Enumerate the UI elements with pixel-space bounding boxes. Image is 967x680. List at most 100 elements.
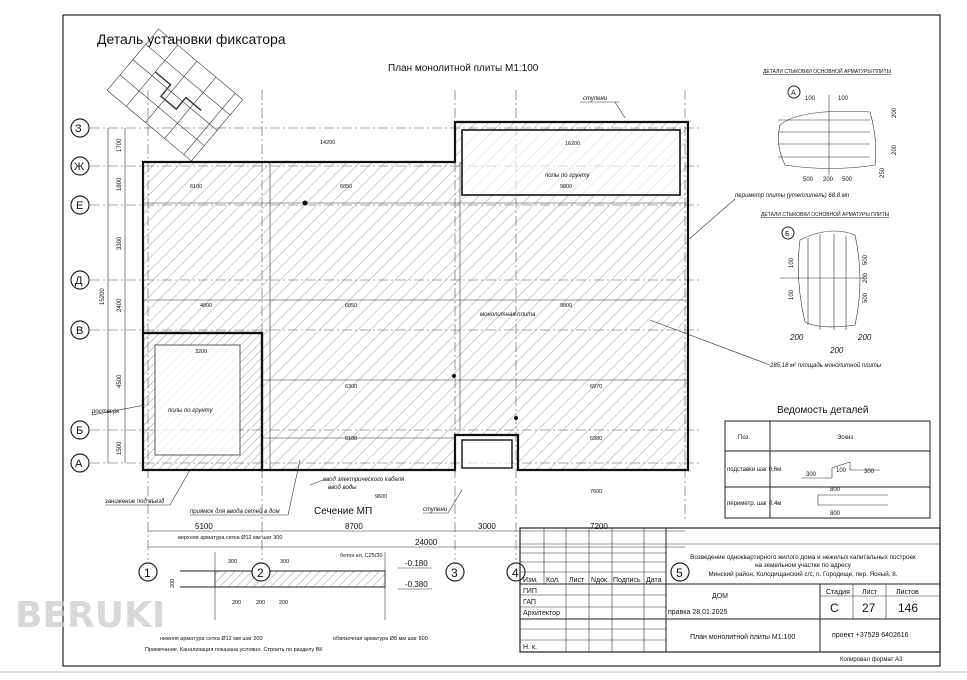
label-cable-entry: ввод электрического кабеля xyxy=(323,477,405,483)
dim-text: 15200 xyxy=(100,288,106,305)
part-name: подставки шаг 0,6м xyxy=(727,467,781,473)
dim-text: 6100 xyxy=(345,436,357,442)
label-concrete: бетон кл. С25/30 xyxy=(340,553,383,559)
label-bottom-mesh: нижняя арматура сетка Ø12 мм шаг 200 xyxy=(160,636,263,642)
axis-label: 4 xyxy=(512,566,519,580)
dim-text: 100 xyxy=(836,468,847,474)
dim-text: 300 xyxy=(864,469,875,475)
dim-text: 5100 xyxy=(195,522,213,531)
dim-text: 3200 xyxy=(195,349,207,355)
joint-detail-a: ДЕТАЛИ СТЫКОВКИ ОСНОВНОЙ АРМАТУРЫ ПЛИТЫ … xyxy=(763,67,898,183)
role-label: ГИП xyxy=(523,588,537,595)
revision: правка 28.01.2025 xyxy=(668,609,727,616)
dim-text: 7200 xyxy=(590,522,608,531)
dim-text: 16200 xyxy=(565,141,580,147)
floor-on-ground-top xyxy=(461,129,681,196)
project-line: на земельном участке по адресу xyxy=(755,562,852,569)
label-area: 285,18 м² площадь монолитной плиты xyxy=(769,362,882,369)
label-drop-entry: занижение под въезд xyxy=(104,499,165,505)
label-grillage: ростверк xyxy=(91,409,120,415)
dim-text: 100 xyxy=(838,96,849,102)
section-note: Примечание. Канализация показана условно… xyxy=(145,647,323,653)
dim-text: 1800 xyxy=(117,177,123,191)
dim-text: 6970 xyxy=(590,384,602,390)
detail-title: Деталь установки фиксатора xyxy=(97,31,286,47)
dim-text: 200 xyxy=(863,272,869,283)
dim-text: 14200 xyxy=(320,140,335,146)
dim-text: 200 xyxy=(823,177,834,183)
dim-text: 200 xyxy=(892,107,898,118)
dim-text: 200 xyxy=(170,579,176,588)
parts-list: Ведомость деталей Поз. Эскиз подставки ш… xyxy=(724,405,931,519)
dim-text: 300 xyxy=(228,559,237,565)
sheet-frame xyxy=(62,14,941,667)
dim-text: 300 xyxy=(806,472,817,478)
label-floor-left: полы по грунту xyxy=(168,408,214,414)
sheets-label: Листов xyxy=(896,589,919,596)
dim-text: 500 xyxy=(863,292,869,303)
axis-label: В xyxy=(76,325,83,337)
role-label: ГАП xyxy=(523,599,536,606)
dim-text: 200 xyxy=(892,144,898,155)
dim-text: 200 xyxy=(857,333,872,342)
object-name: ДОМ xyxy=(712,593,728,600)
section-title: Сечение МП xyxy=(314,506,372,517)
dim-text: 200 xyxy=(256,600,265,606)
axis-label: Д xyxy=(75,275,83,287)
steps-bottom-area xyxy=(461,439,513,469)
dim-text: 6850 xyxy=(345,303,357,309)
dim-text: 1700 xyxy=(117,138,123,152)
dim-text: 4800 xyxy=(200,303,212,309)
column-header: Кол. xyxy=(546,577,560,584)
dim-text: 500 xyxy=(842,177,853,183)
label-strap: обвязочная арматура Ø8 мм шаг 600 xyxy=(333,636,428,642)
axis-label: Ж xyxy=(74,161,84,173)
dim-text: 3300 xyxy=(117,236,123,250)
axis-label: А xyxy=(75,458,83,470)
sheet-label: Лист xyxy=(862,589,878,596)
axis-label: Б xyxy=(76,425,83,437)
dim-text: 300 xyxy=(280,559,289,565)
dim-text: 6850 xyxy=(340,184,352,190)
column-header: Поз. xyxy=(738,435,750,441)
column-header: Эскиз xyxy=(837,435,853,441)
label-water-entry: ввод воды xyxy=(328,485,357,491)
dim-text: 100 xyxy=(805,96,816,102)
axis-label: Е xyxy=(76,200,83,212)
dim-text: 9800 xyxy=(560,303,572,309)
sheet-value: 27 xyxy=(862,601,876,615)
stage-value: С xyxy=(830,601,839,615)
column-header: Nдок. xyxy=(591,577,609,584)
part-name: периметр, шаг 0,4м xyxy=(727,501,781,507)
dim-text: 200 xyxy=(232,600,241,606)
dim-text: 100 xyxy=(789,289,795,300)
label-top-mesh: верхняя арматура сетка Ø12 мм шаг 300 xyxy=(178,535,282,541)
label-perimeter: периметр плиты (утеплитель) 68,8 мп xyxy=(735,193,850,199)
joint-detail-b: ДЕТАЛИ СТЫКОВКИ ОСНОВНОЙ АРМАТУРЫ ПЛИТЫ … xyxy=(761,210,890,355)
fixator-detail xyxy=(106,28,244,162)
label-steps-bottom: ступени xyxy=(423,507,448,513)
column-header: Лист xyxy=(569,577,585,584)
dim-text: 100 xyxy=(789,257,795,268)
axis-label: 5 xyxy=(676,566,683,580)
monolithic-slab xyxy=(141,120,690,472)
column-header: Изм. xyxy=(523,577,538,584)
axis-label: 1 xyxy=(144,566,151,580)
dim-text: 9800 xyxy=(560,184,572,190)
level-mark: -0.380 xyxy=(405,580,428,589)
dim-text: 200 xyxy=(789,333,804,342)
joint-detail-title: ДЕТАЛИ СТЫКОВКИ ОСНОВНОЙ АРМАТУРЫ ПЛИТЫ xyxy=(763,67,892,75)
title-block: Изм. Кол. Лист Nдок. Подпись Дата ГИП ГА… xyxy=(519,527,941,663)
dim-text: 9600 xyxy=(375,494,387,500)
dim-text: 24000 xyxy=(415,538,438,547)
dim-text: 3000 xyxy=(478,522,496,531)
slab-section: Сечение МП верхняя арматура сетка Ø12 мм… xyxy=(145,506,432,653)
dim-text: 800 xyxy=(830,511,841,517)
dim-text: 6100 xyxy=(190,184,202,190)
dim-text: 200 xyxy=(829,346,844,355)
sheet-title: План монолитной плиты М1:100 xyxy=(690,633,795,641)
parts-list-title: Ведомость деталей xyxy=(777,405,869,416)
column-header: Подпись xyxy=(613,577,641,584)
